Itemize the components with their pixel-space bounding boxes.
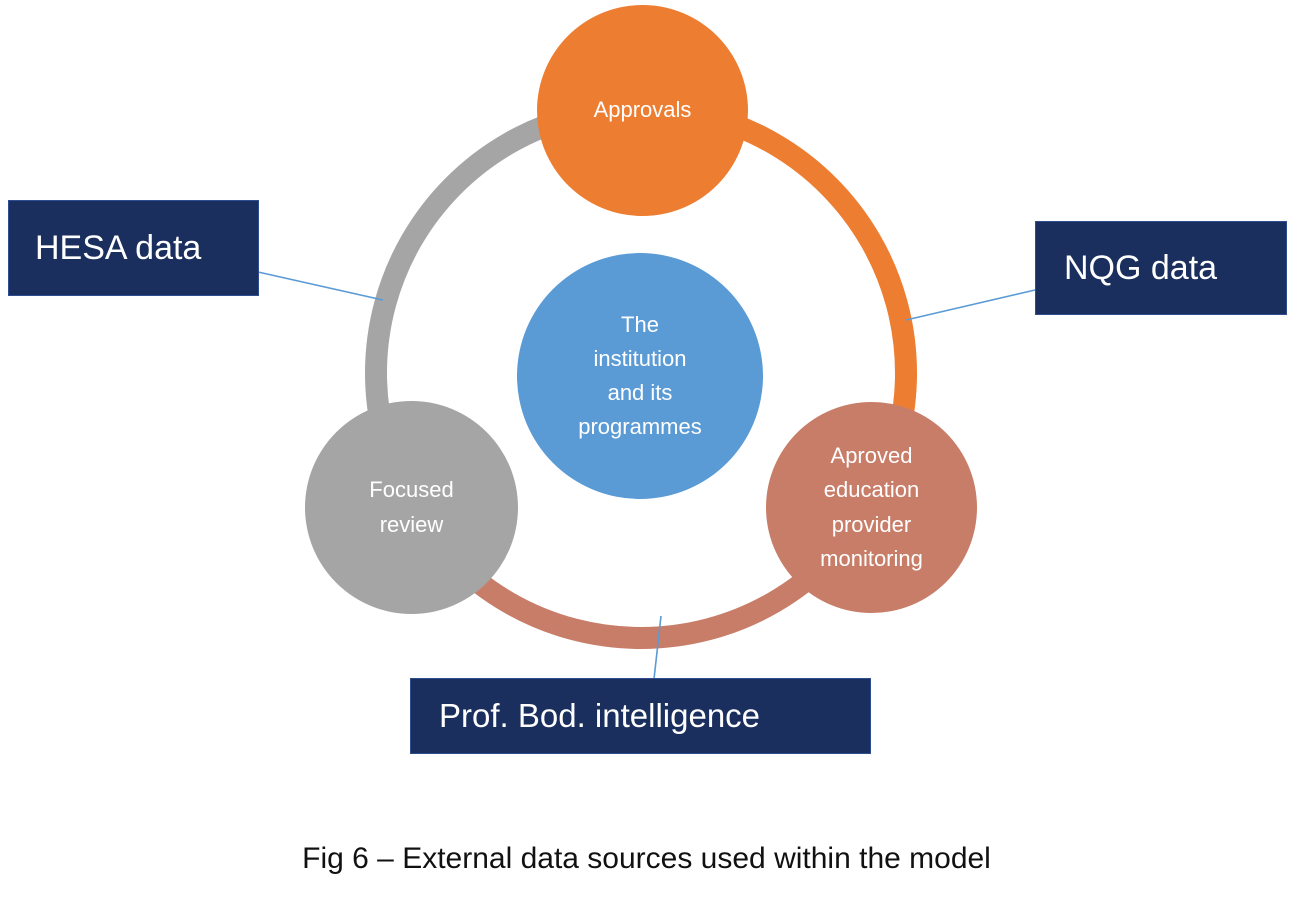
hesa-data-label: HESA data [35, 228, 202, 267]
connector-line-nqg [905, 289, 1036, 321]
prof-bod-intelligence-label: Prof. Bod. intelligence [439, 697, 761, 734]
figure-caption: Fig 6 – External data sources used withi… [302, 842, 991, 875]
label-box-nqg-data: NQG data [1035, 221, 1287, 315]
node-approvals-label: Approvals [593, 97, 692, 123]
label-box-prof-bod-intelligence: Prof. Bod. intelligence [410, 678, 871, 754]
label-box-hesa-data: HESA data [8, 200, 259, 296]
nqg-data-label: NQG data [1064, 248, 1218, 287]
connector-line-prof-bod [653, 615, 662, 680]
connector-line-hesa [257, 271, 384, 301]
node-approvals: Approvals [537, 5, 748, 216]
